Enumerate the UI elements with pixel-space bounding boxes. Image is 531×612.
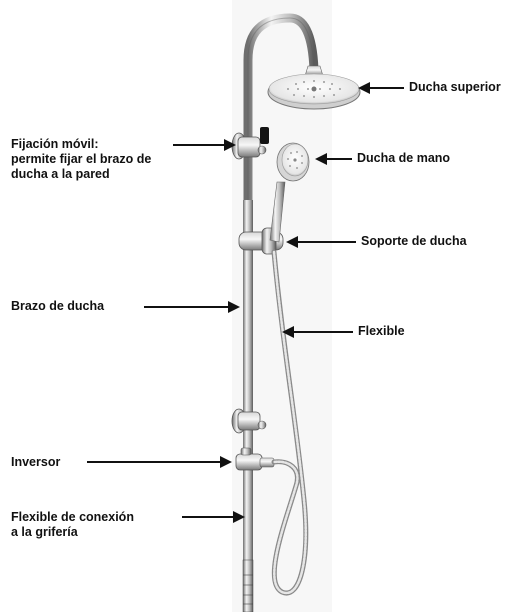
label-flexible-conexion-line-1: Flexible de conexión	[11, 510, 134, 525]
label-fijacion-movil: Fijación móvil: permite fijar el brazo d…	[11, 137, 151, 182]
label-flexible: Flexible	[358, 324, 405, 339]
label-flexible-conexion: Flexible de conexión a la grifería	[11, 510, 134, 540]
label-ducha-superior: Ducha superior	[409, 80, 501, 95]
label-ducha-de-mano: Ducha de mano	[357, 151, 450, 166]
label-soporte-de-ducha: Soporte de ducha	[361, 234, 467, 249]
label-inversor: Inversor	[11, 455, 60, 470]
label-fijacion-movil-line-2: permite fijar el brazo de	[11, 152, 151, 167]
label-fijacion-movil-line-1: Fijación móvil:	[11, 137, 151, 152]
label-brazo-de-ducha: Brazo de ducha	[11, 299, 104, 314]
label-fijacion-movil-line-3: ducha a la pared	[11, 167, 151, 182]
label-flexible-conexion-line-2: a la grifería	[11, 525, 134, 540]
